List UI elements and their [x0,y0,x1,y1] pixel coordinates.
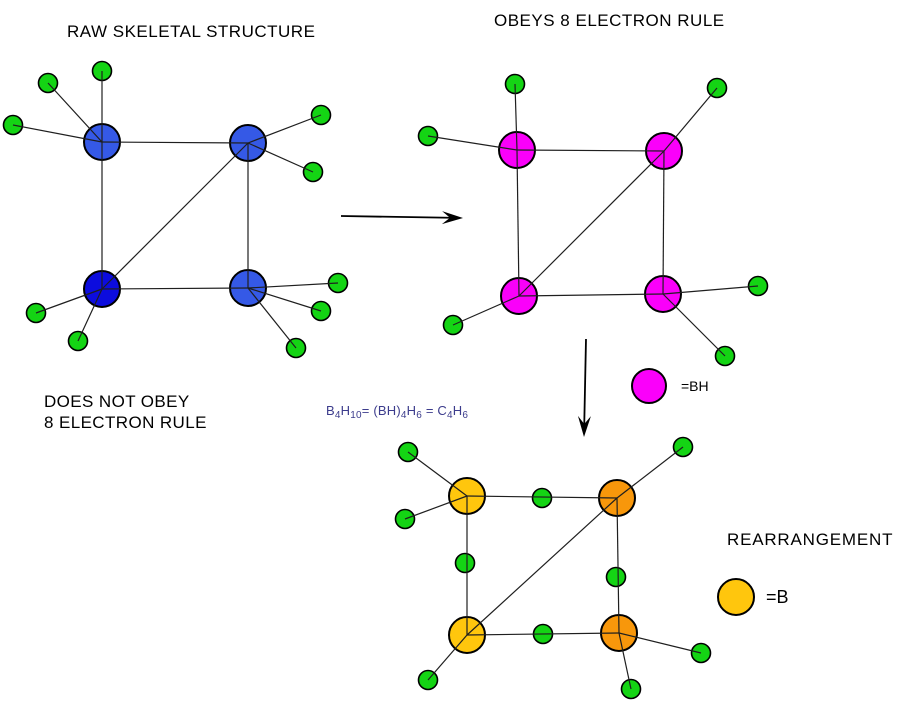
rearranged-bond-line [466,497,618,636]
legend-b-label: =B [766,587,789,607]
rearranged-bond-line [466,495,618,499]
raw-bond-line [35,288,103,314]
formula-subscript: 4 [334,410,341,421]
formula-subscript: 4 [400,410,407,421]
obeys-bond-line [514,83,518,151]
raw-bond-line [247,114,322,144]
raw-bond-line [247,287,322,312]
obeys-bond-line [662,293,726,357]
formula-segment: B [326,403,335,418]
obeys-bond-line [427,135,518,151]
formula-segment: H [340,403,351,418]
rearranged-hydrogen-atom-br1 [531,487,553,509]
obeys-bond-line [663,87,718,152]
formula-segment: = C [422,403,448,418]
legend-bh-label: =BH [681,378,709,394]
rearranged-bond-line [466,632,620,636]
does-not-obey-note: DOES NOT OBEY 8 ELECTRON RULE [44,391,207,433]
formula-segment: H [452,403,463,418]
obeys-bond-line [516,149,520,297]
legend-b-circle [717,578,755,616]
obeys-bond-line [518,150,665,297]
raw-bond-line [77,288,103,342]
rearranged-bond-line [618,632,702,654]
formula-subscript: 6 [462,410,469,421]
rearranged-bond-line [427,634,468,681]
raw-structure-title: RAW SKELETAL STRUCTURE [67,22,316,41]
raw-bond-line [101,287,249,290]
raw-bond-line [47,82,103,143]
obeys-bond-line [662,150,665,295]
legend-bh-circle [631,368,667,404]
rearranged-bond-line [407,451,468,497]
rearranged-bond-line [616,446,684,499]
formula-segment: H [406,403,417,418]
rearranged-bond-line [404,495,468,520]
raw-bond-line [247,142,314,173]
obeys-rule-title: OBEYS 8 ELECTRON RULE [494,11,725,30]
obeys-bond-line [452,295,520,326]
raw-bond-line [101,141,249,144]
does-not-obey-line2: 8 ELECTRON RULE [44,413,207,432]
raw-bond-line [247,287,297,349]
rearranged-hydrogen-atom-br2 [454,552,476,574]
obeys-bond-line [516,149,665,152]
arrow-shaft-obeys-to-rearranged [583,338,587,425]
rearranged-bond-line [618,632,632,690]
obeys-bond-line [518,293,664,297]
formula-subscript: 4 [447,410,453,421]
does-not-obey-line1: DOES NOT OBEY [44,392,190,411]
formula-subscript: 10 [350,410,362,421]
raw-bond-line [12,124,103,143]
obeys-bond-line [662,285,759,295]
rearrangement-title: REARRANGEMENT [727,530,894,549]
rearranged-hydrogen-atom-br3 [605,566,627,588]
formula-text: B4H10= (BH)4H6 = C4H6 [326,403,468,421]
raw-bond-line [101,142,249,290]
arrow-head-raw-to-obeys [441,211,463,225]
arrow-shaft-raw-to-obeys [340,215,450,219]
rearranged-bond-line [616,497,620,634]
arrow-head-obeys-to-rearranged [577,415,591,437]
formula-subscript: 6 [416,410,423,421]
formula-segment: = (BH) [361,403,401,418]
raw-bond-line [247,282,339,289]
